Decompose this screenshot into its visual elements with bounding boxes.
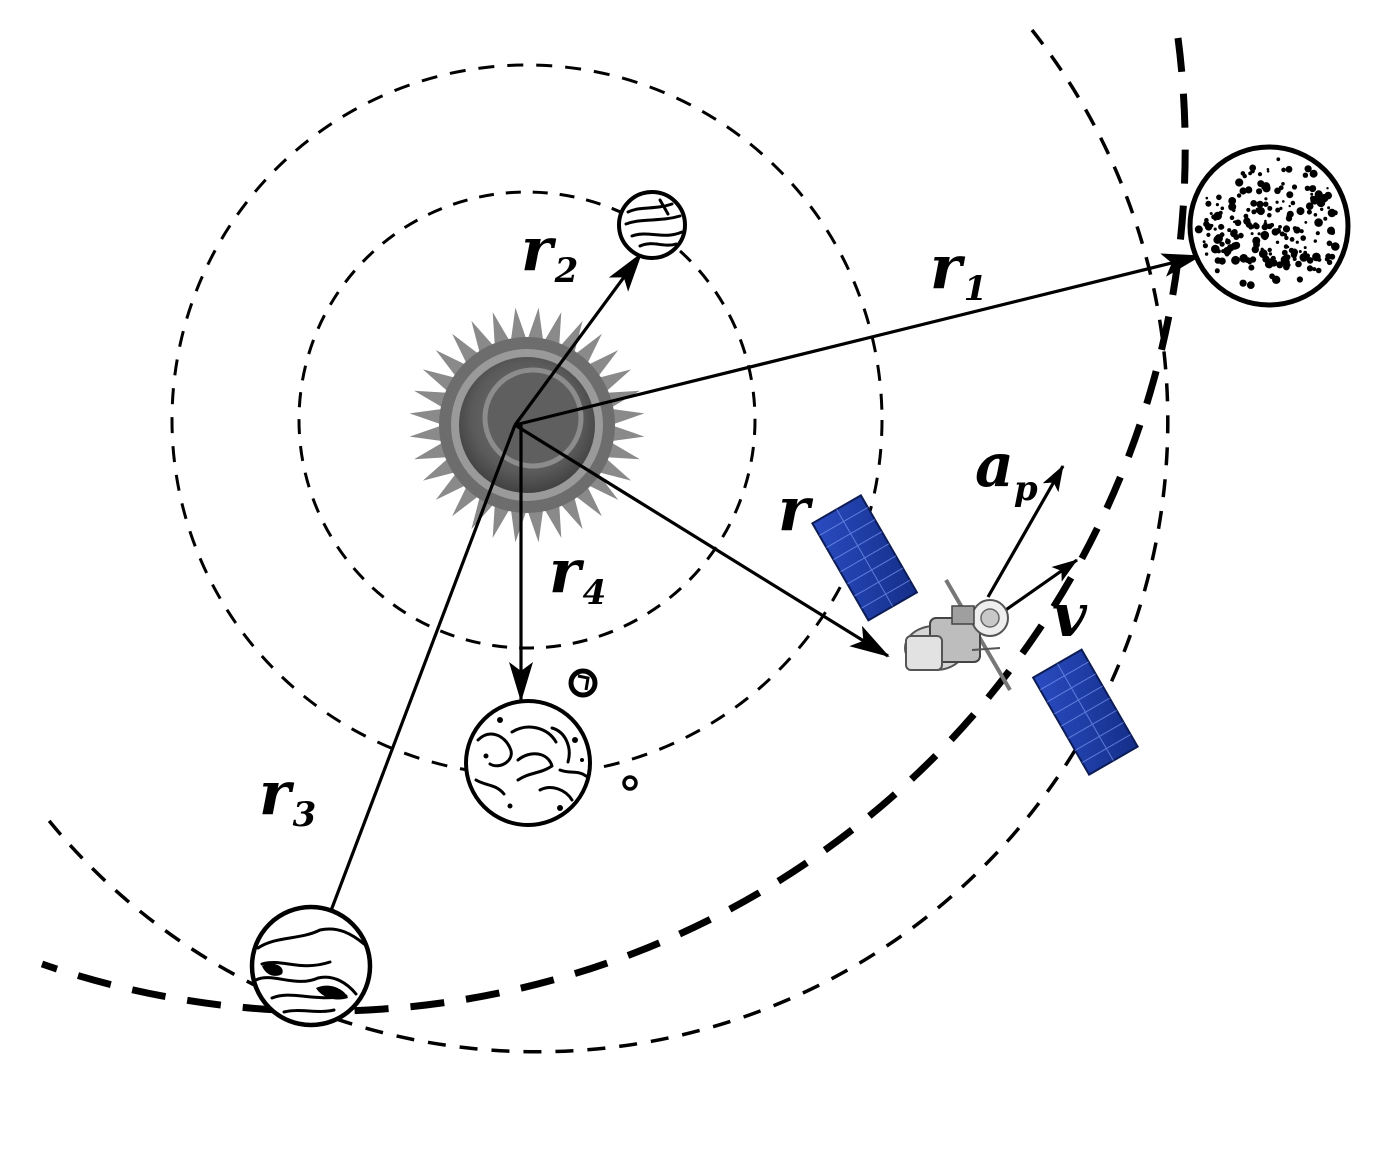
planet-icon (617, 190, 687, 260)
label-r4: r4 (549, 537, 606, 613)
vector-r3 (316, 424, 517, 947)
vectors (316, 252, 1202, 947)
planet-icon (1187, 144, 1351, 308)
label-v: v (1052, 581, 1088, 651)
planet-icon (249, 904, 373, 1028)
moon-icon (622, 775, 638, 791)
label-ap: ap (975, 431, 1038, 509)
vector-r1 (514, 253, 1202, 427)
label-r2: r2 (521, 215, 578, 291)
vector-r2 (513, 252, 643, 426)
satellite-icon (811, 493, 1139, 777)
moon-icon (568, 668, 598, 698)
orbit-inner (297, 190, 757, 650)
orbit-outermost (40, 37, 1189, 1015)
label-r1: r1 (930, 233, 987, 309)
sun-icon (409, 307, 645, 543)
label-r3: r3 (259, 759, 316, 835)
orbits (40, 28, 1189, 1054)
orbit-outer (40, 28, 1170, 1054)
vector-ap (986, 465, 1065, 598)
vector-v (999, 558, 1078, 616)
vector-r (514, 423, 890, 658)
labels: r1 r2 r3 r4 r ap v (259, 215, 1088, 835)
label-r: r (778, 475, 814, 545)
planet-icon (464, 699, 592, 827)
